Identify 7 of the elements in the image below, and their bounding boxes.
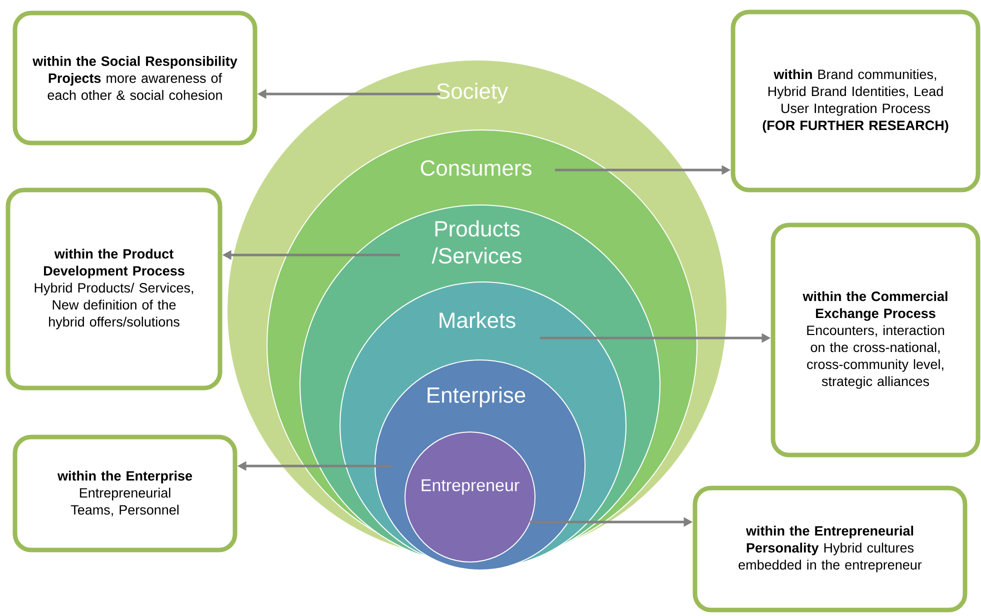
callout-box: within the Product Development Process Hybrid Products/ Services, New definition of the hybrid offers/solutions xyxy=(6,188,222,390)
callout-box: within the Entrepreneurial Personality Hybrid cultures embedded in the entrepreneur xyxy=(692,486,968,612)
callout-box: within the Commercial Exchange Process Encounters, interaction on the cross-national, cross-community level, strategic alliances xyxy=(770,222,980,458)
circle-layer: Entrepreneur xyxy=(404,432,536,562)
callout-box: within the Enterprise Entrepreneurial Teams, Personnel xyxy=(12,434,238,552)
callout-box: within Brand communities, Hybrid Brand Identities, Lead User Integration Process (FOR FURTHER RESEARCH) xyxy=(730,10,980,192)
callout-box: within the Social Responsibility Projects more awareness of each other & social cohesion xyxy=(12,10,258,146)
